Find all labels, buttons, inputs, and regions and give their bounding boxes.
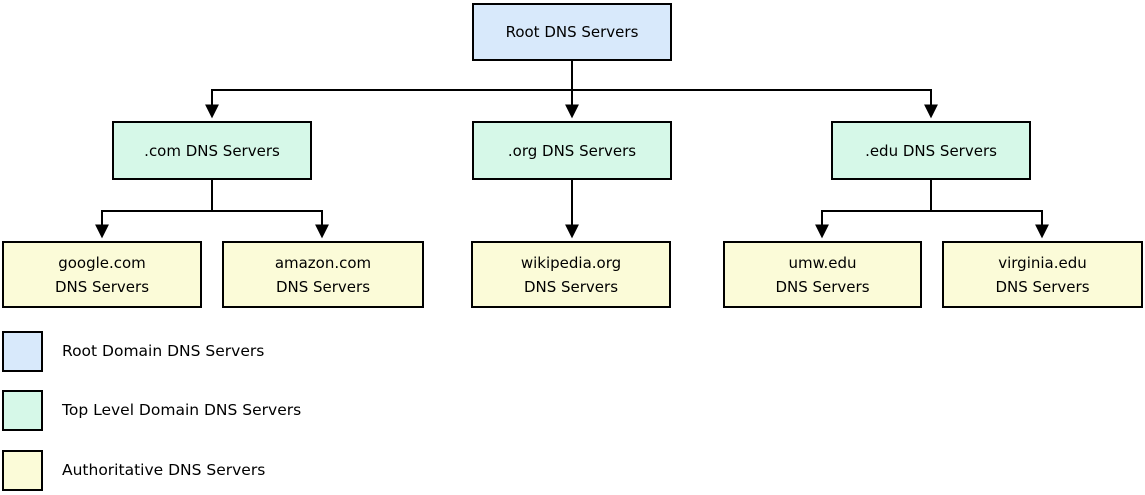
tld-node-com: .com DNS Servers (112, 121, 312, 180)
tld-node-org: .org DNS Servers (472, 121, 672, 180)
tld-com-label: .com DNS Servers (144, 141, 280, 160)
tld-node-edu: .edu DNS Servers (831, 121, 1031, 180)
auth-wikipedia-domain: wikipedia.org (520, 253, 622, 272)
root-dns-node: Root DNS Servers (472, 3, 672, 61)
auth-node-umw: umw.edu DNS Servers (723, 241, 922, 308)
tld-org-label: .org DNS Servers (507, 141, 637, 160)
auth-umw-sublabel: DNS Servers (775, 277, 870, 296)
auth-node-google: google.com DNS Servers (2, 241, 202, 308)
legend-label-authoritative: Authoritative DNS Servers (62, 461, 266, 479)
auth-virginia-sublabel: DNS Servers (995, 277, 1090, 296)
auth-amazon-sublabel: DNS Servers (275, 277, 371, 296)
auth-node-amazon: amazon.com DNS Servers (222, 241, 424, 308)
legend-swatch-root (2, 331, 43, 372)
legend-swatch-tld (2, 390, 43, 431)
auth-node-wikipedia: wikipedia.org DNS Servers (471, 241, 671, 308)
legend-swatch-authoritative (2, 450, 43, 491)
auth-amazon-domain: amazon.com (274, 253, 372, 272)
legend-label-tld: Top Level Domain DNS Servers (62, 401, 302, 419)
legend-label-root: Root Domain DNS Servers (62, 342, 265, 360)
tld-edu-label: .edu DNS Servers (865, 141, 997, 160)
root-dns-label: Root DNS Servers (505, 23, 639, 41)
auth-wikipedia-sublabel: DNS Servers (523, 277, 619, 296)
auth-umw-domain: umw.edu (788, 253, 857, 272)
auth-node-virginia: virginia.edu DNS Servers (942, 241, 1143, 308)
auth-google-domain: google.com (58, 253, 146, 272)
auth-google-sublabel: DNS Servers (54, 277, 150, 296)
auth-virginia-domain: virginia.edu (998, 253, 1087, 272)
